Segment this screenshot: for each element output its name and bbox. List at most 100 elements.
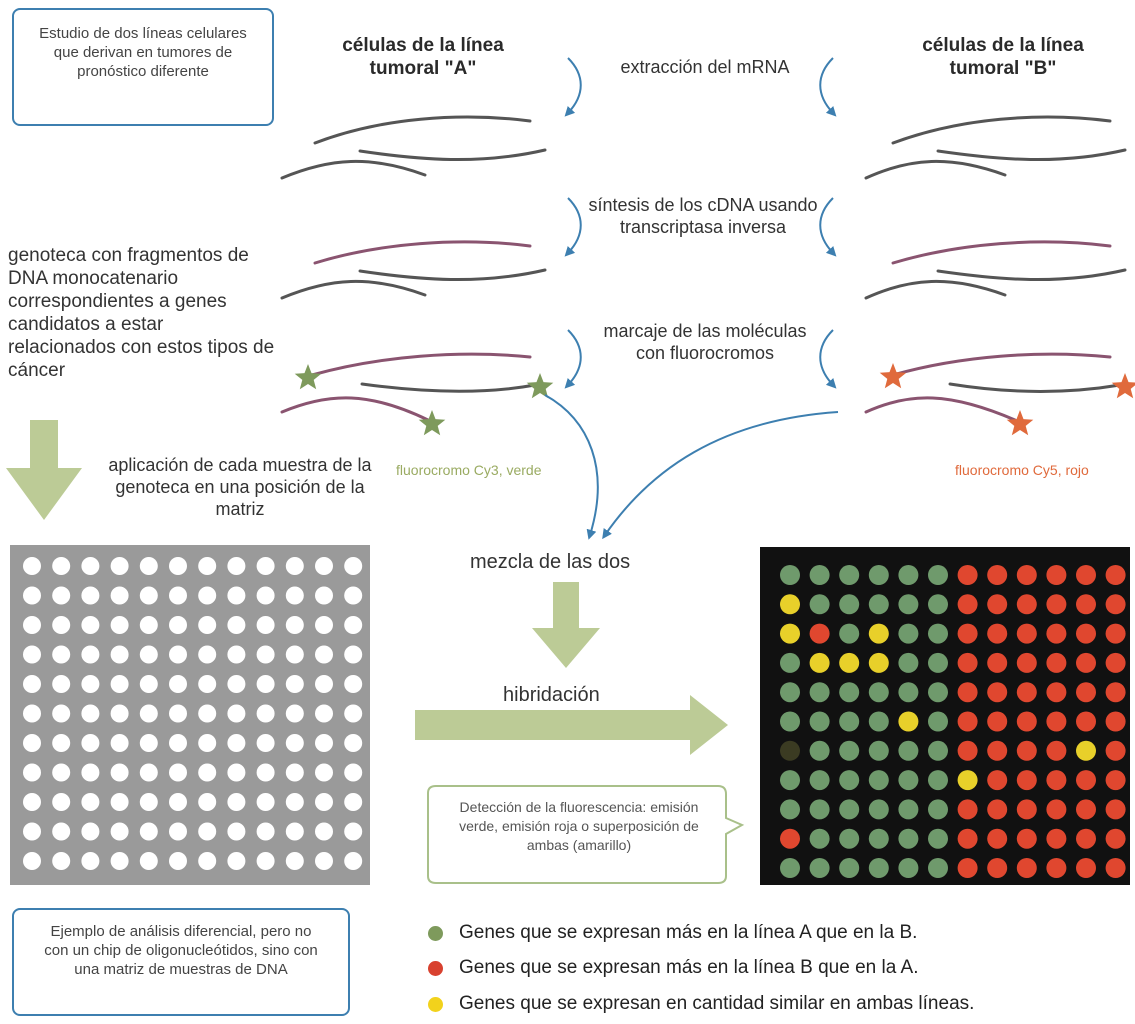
matrix-spot (285, 852, 304, 870)
chip-spot (809, 770, 830, 791)
arrow-right-hybridization-icon (415, 695, 728, 755)
matrix-spot (139, 675, 158, 693)
chip-spot (1016, 740, 1037, 761)
matrix-spot (256, 763, 275, 782)
chip-spot (1046, 799, 1067, 820)
chip-spot (928, 565, 948, 585)
chip-spot (868, 799, 889, 820)
chip-spot (809, 594, 830, 615)
chip-spot (987, 594, 1008, 615)
matrix-spot (81, 852, 100, 870)
matrix-spot (285, 586, 304, 605)
yellow-dot-icon (428, 996, 443, 1012)
chip-spot (987, 740, 1008, 761)
matrix-spot (110, 645, 129, 664)
application-description: aplicación de cada muestra de la genotec… (108, 455, 372, 519)
matrix-spot (52, 793, 71, 811)
big-arrows (6, 420, 728, 755)
matrix-spot (169, 793, 187, 811)
fluor-red-label: fluorocromo Cy5, rojo (955, 462, 1089, 478)
green-fluorochrome-star-icon (294, 364, 322, 390)
matrix-spot (256, 616, 275, 634)
chip-spot (1016, 623, 1037, 644)
chip-spot (780, 565, 800, 585)
intro-box: Estudio de dos líneas celulares que deri… (12, 8, 274, 126)
matrix-spot (52, 734, 71, 752)
matrix-spot (52, 557, 71, 575)
matrix-spot (23, 763, 41, 782)
matrix-spot (227, 586, 246, 605)
matrix-spot (139, 852, 158, 870)
matrix-spot (139, 586, 158, 605)
red-fluorochrome-star-icon (879, 363, 907, 389)
matrix-spot (23, 616, 41, 634)
chip-spot (780, 623, 800, 644)
matrix-spot (52, 852, 71, 870)
matrix-spot (23, 645, 41, 664)
arrow-down-application-icon (6, 420, 82, 520)
chip-spot (898, 799, 919, 820)
chip-spot (957, 594, 978, 615)
matrix-spot (227, 734, 246, 752)
chip-spot (1046, 828, 1067, 849)
chip-spot (898, 770, 919, 791)
matrix-spot (52, 822, 71, 841)
matrix-spot (344, 822, 363, 841)
strands-line-a-cdna (280, 240, 547, 300)
matrix-spot (81, 586, 100, 605)
strands-line-b-cdna (864, 240, 1127, 300)
matrix-spot (169, 704, 187, 723)
chip-spot (957, 652, 978, 673)
cells-line-b: células de la línea tumoral "B" (922, 35, 1084, 79)
chip-spot (1105, 799, 1126, 820)
step-labeling: marcaje de las moléculas con fluorocromo… (603, 321, 807, 363)
matrix-spot (23, 734, 41, 752)
chip-spot (1076, 594, 1096, 615)
red-dot-icon (428, 960, 443, 976)
chip-spot (1046, 652, 1067, 673)
chip-spot (987, 799, 1008, 820)
matrix-spot (52, 645, 71, 664)
chip-spot (1046, 770, 1067, 791)
matrix-spot (344, 616, 363, 634)
chip-spot (809, 652, 830, 673)
chip-spot (1105, 740, 1126, 761)
matrix-spot (344, 734, 363, 752)
chip-spot (868, 565, 889, 585)
matrix-spot (169, 822, 187, 841)
matrix-spot (198, 586, 217, 605)
chip-spot (957, 565, 978, 585)
chip-spot (1016, 799, 1037, 820)
chip-spot (839, 740, 860, 761)
chip-spot (809, 828, 830, 849)
red-fluorochrome-star-icon (1006, 410, 1034, 436)
matrix-spot (110, 586, 129, 605)
matrix-spot (169, 616, 187, 634)
chip-spot (928, 594, 948, 615)
chip-spot (1076, 828, 1096, 849)
matrix-spot (110, 675, 129, 693)
matrix-spot (285, 616, 304, 634)
step-extraction: extracción del mRNA (620, 57, 790, 77)
matrix-spot (81, 704, 100, 723)
chip-spot (898, 682, 919, 703)
chip-spot (868, 682, 889, 703)
matrix-spot (256, 734, 275, 752)
chip-spot (1076, 565, 1096, 585)
matrix-spot (344, 763, 363, 782)
matrix-spot (344, 675, 363, 693)
matrix-spot (169, 675, 187, 693)
chip-spot (1046, 594, 1067, 615)
intro-text: Estudio de dos líneas celulares que deri… (39, 25, 247, 80)
matrix-spot (52, 763, 71, 782)
matrix-spot (256, 704, 275, 723)
matrix-spot (110, 793, 129, 811)
chip-spot (809, 711, 830, 732)
matrix-spot (227, 557, 246, 575)
chip-spot (1076, 682, 1096, 703)
chip-spot (957, 828, 978, 849)
matrix-spot (198, 793, 217, 811)
chip-spot (780, 799, 800, 820)
matrix-spot (315, 704, 333, 723)
chip-spot (1046, 740, 1067, 761)
